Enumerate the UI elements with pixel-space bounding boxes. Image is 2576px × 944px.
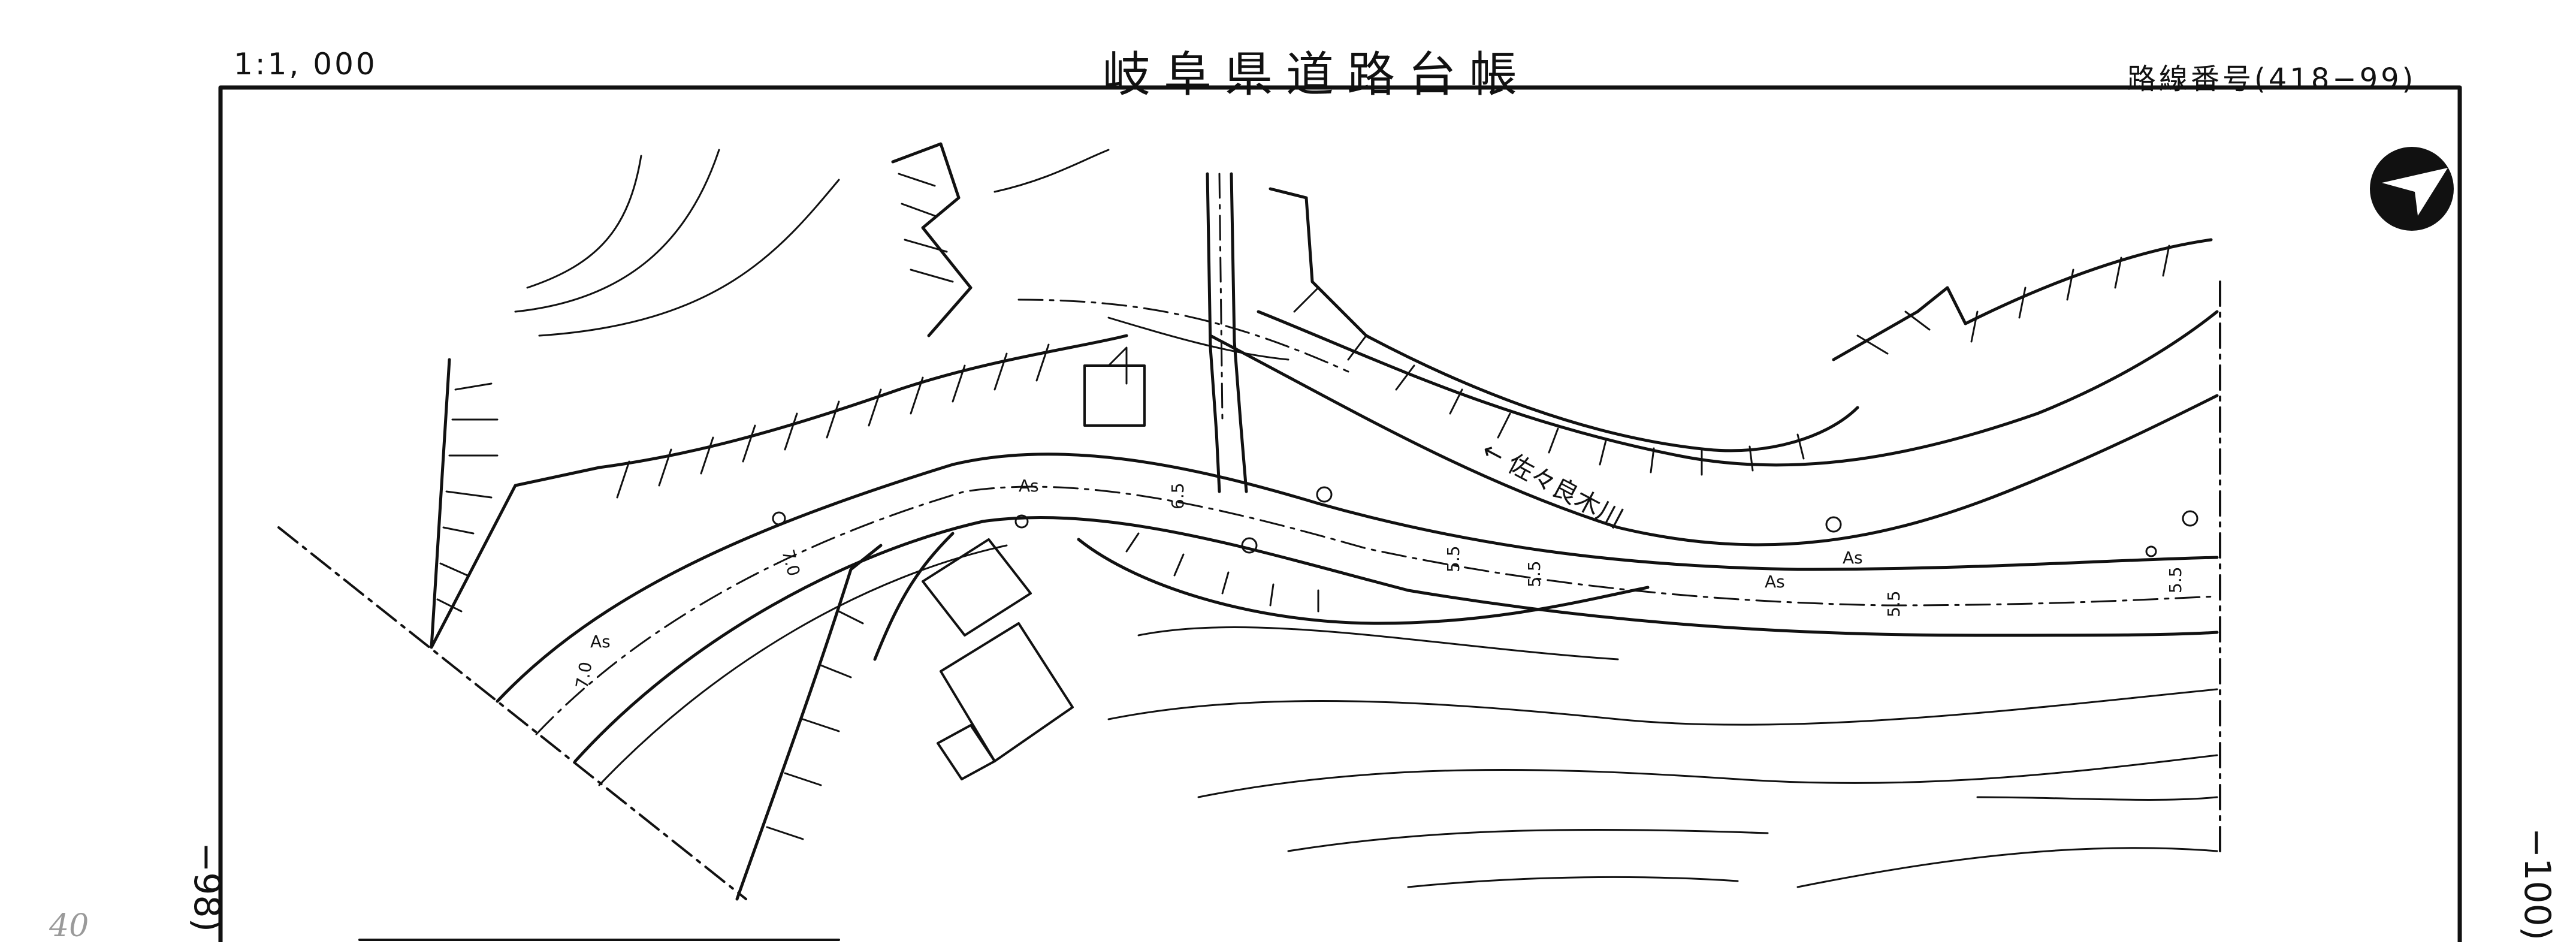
river-bank-south-2 [1107,316,1289,361]
side-road-east [1230,172,1248,493]
slope-south-2 [873,532,955,661]
slope-hatching [436,173,2170,840]
building-4 [937,724,996,780]
surface-label: As [1843,548,1863,568]
side-road-west [1206,172,1221,493]
slope-northeast [1269,187,1859,453]
slope-northwest [430,334,1128,649]
map-frame [218,85,2462,942]
width-label: 5.5 [2166,566,2185,593]
width-label: 5.5 [1884,590,1904,617]
north-arrow-icon [2370,147,2454,231]
slope-north-center [891,142,973,337]
surface-label: As [1019,476,1039,496]
adjacent-sheet-left: −98) [186,842,228,933]
width-label: 7.0 [572,661,596,690]
map-scale: 1:1, 000 [234,47,378,82]
slope-south [735,544,883,901]
utility-markers [772,486,2198,557]
road-edge-north [496,453,2219,703]
page-title: 岐阜県道路台帳 [1103,47,1530,102]
surface-label: As [1765,572,1785,592]
width-label: 5.5 [1443,545,1463,572]
river-bank-south [1209,334,2219,547]
route-number: 路線番号(418−99) [2127,62,2417,96]
width-label: 5.5 [1524,560,1544,587]
road-edge-south [573,516,2219,763]
river-centerline [1017,298,1349,373]
adjacent-sheet-right: −100) [2516,827,2559,941]
surface-label: As [590,632,611,652]
width-label: 6.5 [1168,482,1188,509]
slope-river-south [1077,538,1650,625]
road-centerline [535,485,2218,735]
page-mark: 40 [49,908,89,944]
building-2 [922,538,1032,637]
river-bank-north [1257,310,2219,467]
road-edge-south-outer [598,544,1008,786]
contour-lines [514,149,2218,888]
boundary-line-left [277,526,747,900]
building-1 [1083,364,1146,427]
side-road-center [1218,173,1224,421]
slope-east [1832,238,2213,361]
width-label: 7.0 [778,547,804,578]
building-3 [940,622,1074,762]
building-5 [1107,346,1128,385]
